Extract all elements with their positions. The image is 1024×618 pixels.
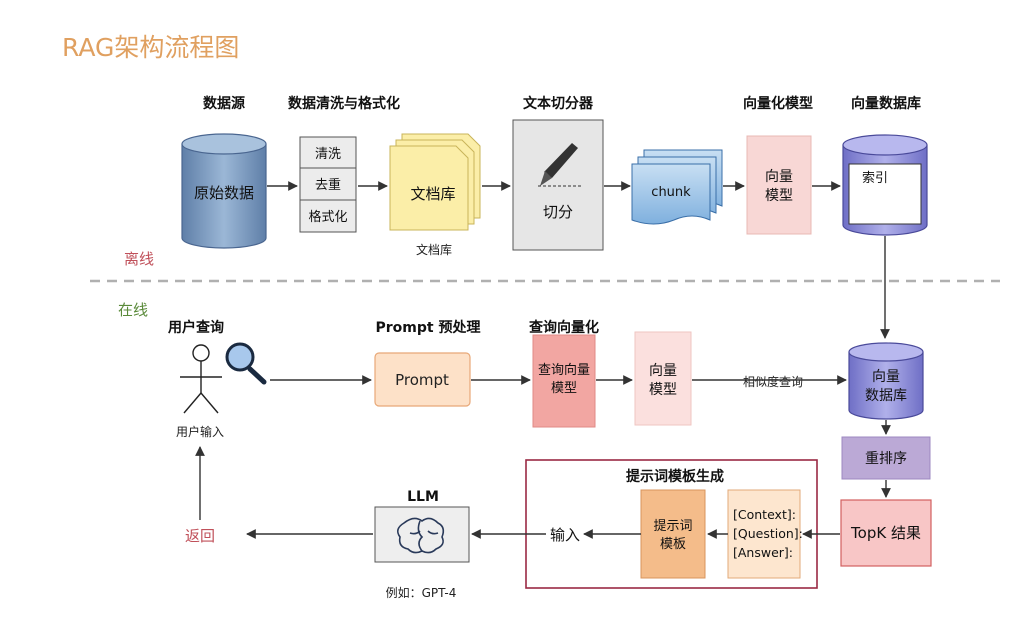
template-box-line1: 提示词 <box>653 518 692 534</box>
input-label: 输入 <box>550 526 580 544</box>
heading-data-cleaning: 数据清洗与格式化 <box>288 95 400 112</box>
online-vector-model-line1: 向量 <box>649 363 677 379</box>
cleaning-step-clean: 清洗 <box>315 147 341 162</box>
online-vector-db-line2: 数据库 <box>865 388 907 404</box>
magnifier-icon <box>225 342 267 385</box>
online-vector-db-cylinder <box>848 342 924 420</box>
template-frame <box>525 459 818 589</box>
heading-data-source: 数据源 <box>203 95 245 112</box>
template-box <box>640 489 706 579</box>
template-slot-answer: [Answer]: <box>733 545 793 560</box>
template-slot-context: [Context]: <box>733 507 796 522</box>
rerank-box <box>841 436 931 480</box>
brain-icon <box>396 517 445 554</box>
return-label: 返回 <box>185 527 215 545</box>
knife-icon <box>538 143 582 187</box>
heading-template-generation: 提示词模板生成 <box>626 468 724 485</box>
source-cylinder <box>181 133 267 249</box>
heading-vector-database: 向量数据库 <box>851 95 921 112</box>
heading-llm: LLM <box>407 489 439 505</box>
heading-text-splitter: 文本切分器 <box>523 95 594 112</box>
embedding-model-line1: 向量 <box>765 169 793 185</box>
online-vector-model-box <box>634 331 692 426</box>
topk-label: TopK 结果 <box>850 524 921 542</box>
page-title: RAG架构流程图 <box>62 33 239 62</box>
llm-example-caption: 例如：GPT-4 <box>386 585 457 600</box>
document-stack-icon <box>389 133 481 231</box>
user-input-caption: 用户输入 <box>176 424 224 439</box>
query-vector-model-box <box>532 334 596 428</box>
chunk-stack-icon <box>631 149 723 225</box>
user-stick-figure-icon <box>180 344 222 414</box>
document-library-caption: 文档库 <box>416 242 452 257</box>
heading-embedding-model: 向量化模型 <box>743 95 813 112</box>
source-label: 原始数据 <box>194 184 254 202</box>
prompt-label: Prompt <box>395 371 449 389</box>
query-vector-model-line1: 查询向量 <box>538 362 590 378</box>
template-slots-box <box>727 489 801 579</box>
template-slot-question: [Question]: <box>733 526 803 541</box>
cleaning-step-dedup: 去重 <box>315 177 341 193</box>
prompt-box <box>374 352 471 407</box>
query-vector-model-line2: 模型 <box>551 381 577 396</box>
online-label: 在线 <box>118 301 148 319</box>
heading-user-query: 用户查询 <box>168 319 224 336</box>
online-vector-db-line1: 向量 <box>872 369 900 385</box>
splitter-box <box>512 119 604 251</box>
embedding-model-box <box>746 135 812 235</box>
heading-prompt-preprocess: Prompt 预处理 <box>376 319 481 336</box>
vector-db-index-label: 索引 <box>862 171 888 186</box>
splitter-label: 切分 <box>543 203 573 221</box>
heading-query-vectorization: 查询向量化 <box>529 319 599 336</box>
template-box-line2: 模板 <box>660 537 686 552</box>
offline-label: 离线 <box>124 250 154 268</box>
llm-box <box>374 506 470 563</box>
rerank-label: 重排序 <box>865 451 907 467</box>
chunk-label: chunk <box>651 185 691 200</box>
embedding-model-line2: 模型 <box>765 188 793 204</box>
topk-box <box>840 499 932 567</box>
similarity-query-label: 相似度查询 <box>743 374 803 389</box>
offline-vector-db-cylinder <box>842 134 928 236</box>
cleaning-steps <box>299 136 357 233</box>
online-vector-model-line2: 模型 <box>649 382 677 398</box>
cleaning-step-format: 格式化 <box>308 209 347 225</box>
document-library-label: 文档库 <box>410 185 455 203</box>
